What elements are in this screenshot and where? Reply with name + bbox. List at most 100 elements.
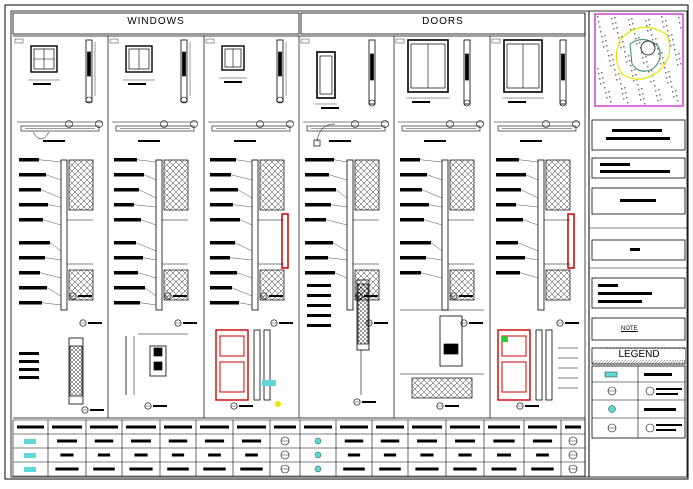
legend-text-bar (656, 393, 678, 395)
thumbnail-dot (632, 23, 634, 25)
section-marker (260, 292, 283, 300)
hatch-line (354, 269, 362, 277)
thumbnail-dot (610, 101, 612, 103)
table-value-bar (536, 453, 549, 457)
thumbnail-dot (668, 71, 670, 73)
wall-hatch-upper (259, 159, 285, 211)
thumbnail-dot (651, 34, 653, 36)
elevation-caption-bar (224, 81, 242, 83)
marker-caption-bar (239, 405, 253, 407)
hatch-line (449, 269, 463, 283)
annotation-bar (210, 241, 235, 245)
hatch-line (357, 295, 369, 307)
thumbnail-dot (605, 40, 607, 42)
hatch-line (354, 179, 380, 205)
annotation-bar (305, 173, 329, 177)
hatch-line (72, 159, 94, 181)
hatch-line (163, 159, 167, 163)
thumbnail-dot (615, 74, 617, 76)
circle-section-marker-icon (79, 319, 87, 327)
circle-section-marker-icon (85, 96, 93, 104)
wall-hatch-upper (545, 159, 571, 211)
annotation-bar (19, 218, 43, 222)
thumbnail-dot (636, 43, 638, 45)
table-cell (496, 453, 512, 457)
thumbnail-dot (639, 94, 641, 96)
circle-section-marker-icon (556, 319, 564, 327)
leader-line (238, 302, 253, 306)
thumbnail-dot (620, 47, 622, 49)
thumbnail-dot (601, 72, 603, 74)
thumbnail-dot (628, 19, 630, 21)
thumbnail-dot (602, 77, 604, 79)
hatch-line (545, 167, 571, 193)
thumbnail-dot (672, 39, 674, 41)
hatch-line (469, 377, 473, 381)
table-value-bar (380, 439, 400, 443)
circle-section-marker-icon (180, 96, 188, 104)
circle-section-marker-icon (645, 386, 655, 396)
windows-section-title: WINDOWS (127, 16, 185, 27)
hatch-line (357, 331, 369, 343)
thumbnail-dot (663, 26, 665, 28)
leader-line (522, 219, 539, 226)
section-marker (460, 319, 483, 327)
annotation-bar (114, 158, 137, 162)
hatch-line (75, 345, 83, 353)
thumbnail-dot (652, 39, 654, 41)
table-value-bar (531, 467, 554, 471)
table-cell (455, 439, 475, 443)
hatch-outline (259, 159, 285, 211)
hatch-line (163, 159, 179, 175)
thumbnail-dot (623, 46, 625, 48)
hatch-line (545, 159, 561, 175)
table-header-bar (340, 425, 368, 429)
thumbnail-dot (619, 78, 621, 80)
hatch-line (163, 179, 189, 205)
marker-caption-bar (88, 322, 102, 324)
thumbnail-dot (608, 55, 610, 57)
thumbnail-dot (642, 93, 644, 95)
table-cell (343, 467, 365, 471)
leader-line (423, 219, 443, 226)
hatch-line (173, 159, 189, 175)
hatch-outline (545, 269, 571, 301)
hatch-line (449, 173, 475, 199)
plan-caption-bar (424, 140, 446, 142)
annotation-bar (210, 188, 238, 192)
thumbnail-dot (629, 60, 631, 62)
glass-line (263, 329, 271, 401)
table-header-cell (376, 425, 404, 429)
thumbnail-dot (614, 17, 616, 19)
thumbnail-dot (611, 18, 613, 20)
glass-line (535, 329, 543, 401)
hatch-line (357, 319, 369, 331)
yellow-point-icon (275, 401, 281, 407)
table-value-bar (129, 467, 153, 471)
thumbnail-dot (626, 97, 628, 99)
marker-caption-bar (153, 405, 167, 407)
thumbnail-dot (655, 38, 657, 40)
hatch-line (427, 377, 449, 399)
thumbnail-dot (641, 88, 643, 90)
windows-header-box (12, 12, 300, 35)
leader-line (47, 204, 62, 208)
thumbnail-dot (657, 100, 659, 102)
annotation-bar (114, 218, 141, 222)
track-core (443, 343, 459, 355)
thumbnail-dot (659, 94, 661, 96)
thumbnail-dot (638, 37, 640, 39)
thumbnail-dot (662, 21, 664, 23)
leader-line (139, 302, 157, 306)
table-value-bar (204, 439, 225, 443)
table-header-cell (52, 425, 82, 429)
thumbnail-dot (615, 22, 617, 24)
table-cell (241, 439, 262, 443)
thumbnail-dot (666, 77, 668, 79)
table-value-bar (131, 439, 151, 443)
section-strip (276, 39, 284, 103)
title-block-box (591, 187, 686, 215)
table-value-bar (493, 439, 515, 443)
thumbnail-building (629, 39, 661, 72)
hatch-line (259, 159, 269, 169)
